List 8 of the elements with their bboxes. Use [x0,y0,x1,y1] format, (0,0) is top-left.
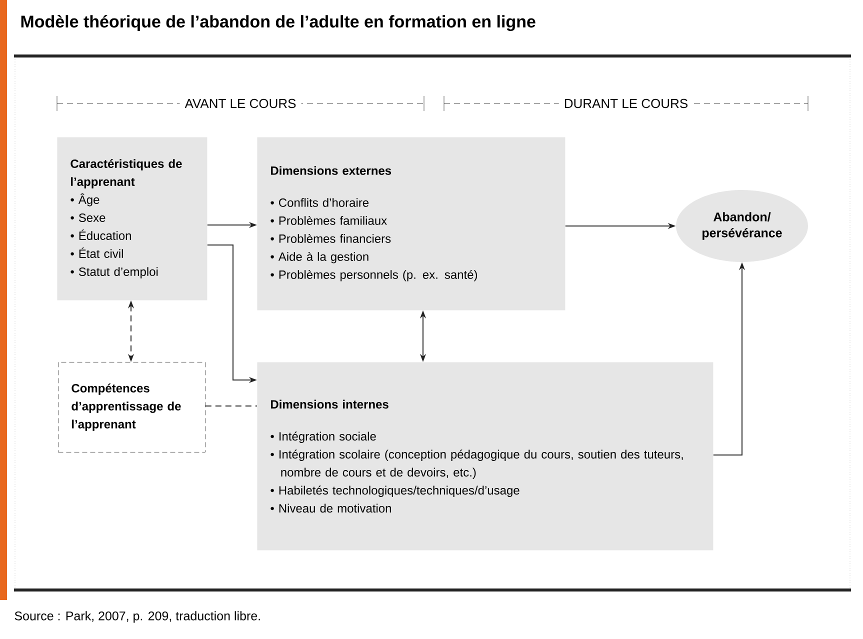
period-label: AVANT LE COURS [180,98,302,110]
dashed-box: Compétences d’apprentissage de l’apprenant [58,362,206,452]
caption: Source : Park, 2007, p. 209, traduction libre. [14,611,260,623]
period-label: DURANT LE COURS [558,98,694,110]
process-box: Caractéristiques de l’apprenant • Âge • Sexe • Éducation • État civil • Statut d’emploi [57,137,208,300]
title: Modèle théorique de l’abandon de l’adulte en formation en ligne [21,14,536,32]
process-box: Dimensions externes • Conflits d’horaire • Problèmes familiaux • Problèmes financiers • Aide à la gestion • Problèmes personnels (p. ex. santé) [257,137,566,310]
process-box: Dimensions internes • Intégration sociale • Intégration scolaire (conception pédagogique du cours, soutien des tuteurs, nombre de cours et de devoirs, etc.) • Habiletés technologiques/techniques/d’usage • Niveau de motivation [257,362,714,550]
